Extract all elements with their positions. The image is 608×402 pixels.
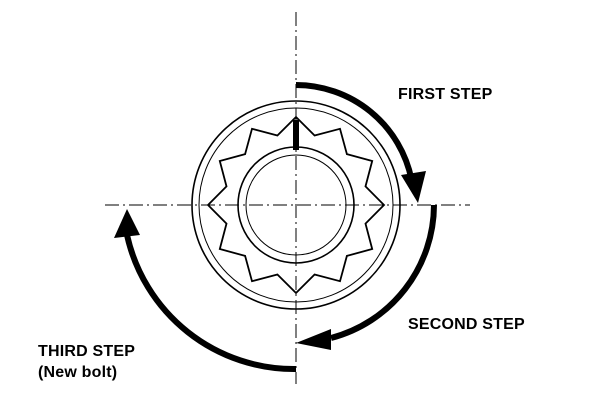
third-step-label-group: THIRD STEP (New bolt) (38, 341, 135, 383)
third-step-note: (New bolt) (38, 364, 118, 381)
bolt-reference-mark (293, 120, 299, 150)
washer-outer-circle (191, 100, 401, 310)
bolt-head-12-point (206, 115, 386, 295)
bolt-thread-circle (245, 154, 347, 256)
third-step-arrow-arc (124, 234, 297, 373)
first-step-arrowhead (401, 171, 426, 203)
first-step-arrow-arc (295, 82, 415, 181)
third-step-arrowhead (114, 209, 140, 238)
washer-inner-circle (198, 107, 394, 303)
second-step-arrowhead (296, 329, 331, 350)
second-step-label: SECOND STEP (408, 316, 525, 333)
second-step-arrow-arc (330, 204, 437, 341)
first-step-label: FIRST STEP (398, 86, 493, 103)
third-step-label: THIRD STEP (38, 343, 136, 360)
